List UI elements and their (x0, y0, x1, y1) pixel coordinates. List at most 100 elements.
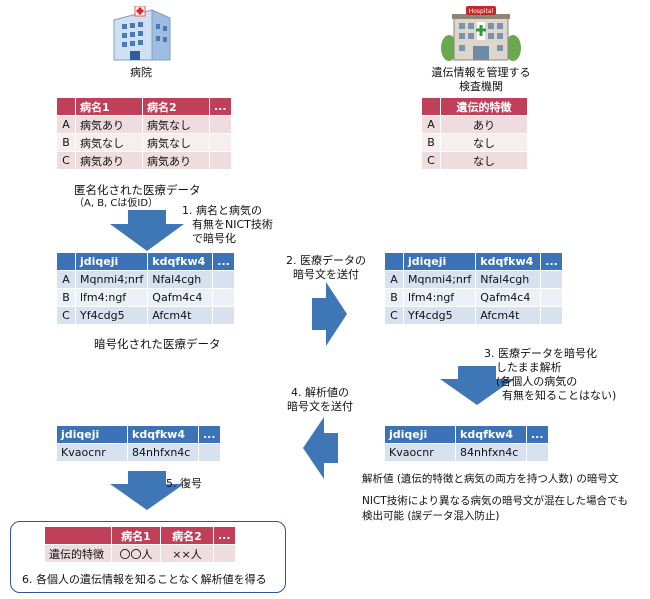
step3-text-line3: (各個人の病気の (496, 375, 578, 388)
table-cell: あり (441, 116, 527, 133)
step1-text-line3: で暗号化 (192, 232, 236, 245)
step5-text: 5. 復号 (166, 477, 202, 490)
table-cell: Kvaocnr (385, 444, 455, 461)
table-cell: A (57, 116, 75, 133)
table-header-cell: 遺伝的特徴 (441, 98, 527, 115)
table-cell: Afcm4t (148, 307, 213, 324)
step2-text-line2: 暗号文を送付 (293, 268, 359, 281)
table-header-row: jdiqeji kdqfkw4 ... (57, 253, 234, 270)
table-row: Kvaocnr 84nhfxn4c (57, 444, 220, 461)
table-header-cell: kdqfkw4 (476, 253, 541, 270)
table-header-row: 病名1 病名2 ... (57, 98, 231, 115)
encrypted-result-table-lab: jdiqeji kdqfkw4 ... Kvaocnr 84nhfxn4c (384, 425, 549, 462)
table-header-cell (422, 98, 440, 115)
table-header-cell: ... (199, 426, 220, 443)
table-cell: Afcm4t (476, 307, 541, 324)
table-header-cell: ... (213, 253, 234, 270)
table-header-row: 遺伝的特徴 (422, 98, 527, 115)
step3-text-line4: 有無を知ることはない) (502, 389, 617, 402)
table-cell: 病気なし (143, 134, 209, 151)
table-cell (213, 289, 234, 306)
table-cell: Yf4cdg5 (76, 307, 148, 324)
table-header-cell: jdiqeji (76, 253, 148, 270)
analysis-note-line2: NICT技術により異なる病気の暗号文が混在した場合でも (362, 495, 628, 507)
table-cell: なし (441, 152, 527, 169)
table-header-cell: jdiqeji (57, 426, 127, 443)
table-cell (213, 307, 234, 324)
table-cell: Mqnmi4;nrf (76, 271, 148, 288)
table-header-row: jdiqeji kdqfkw4 ... (385, 426, 548, 443)
table-header-cell: kdqfkw4 (128, 426, 198, 443)
analysis-note-line3: 検出可能 (誤データ混入防止) (362, 510, 500, 522)
table-header-row: jdiqeji kdqfkw4 ... (385, 253, 562, 270)
table-cell (210, 134, 231, 151)
table-cell: 遺伝的特徴 (45, 545, 111, 562)
table-cell: C (57, 152, 75, 169)
table-cell: A (422, 116, 440, 133)
down-arrow-icon (110, 471, 184, 510)
lab-label-line2: 検査機関 (459, 80, 503, 93)
table-header-cell (57, 253, 75, 270)
table-row: A Mqnmi4;nrf Nfal4cgh (57, 271, 234, 288)
step1-text-line1: 1. 病名と病気の (182, 204, 262, 217)
encrypted-data-table-hospital: jdiqeji kdqfkw4 ... A Mqnmi4;nrf Nfal4cg… (56, 252, 235, 325)
table-row: B lfm4:ngf Qafm4c4 (57, 289, 234, 306)
table-cell: Qafm4c4 (148, 289, 213, 306)
table-cell: B (385, 289, 403, 306)
table-header-cell: kdqfkw4 (148, 253, 213, 270)
table-row: A Mqnmi4;nrf Nfal4cgh (385, 271, 562, 288)
table-cell (541, 271, 562, 288)
table-cell (213, 271, 234, 288)
table-cell: 病気なし (143, 116, 209, 133)
table-cell: C (422, 152, 440, 169)
table-cell: なし (441, 134, 527, 151)
table-header-cell: jdiqeji (404, 253, 476, 270)
table-header-cell: jdiqeji (385, 426, 455, 443)
table-header-cell: ... (541, 253, 562, 270)
lab-building-icon: Hospital (441, 6, 521, 61)
left-arrow-icon (303, 417, 338, 479)
table-cell (541, 289, 562, 306)
step4-text-line2: 暗号文を送付 (287, 400, 353, 413)
lab-genetic-table: 遺伝的特徴 A あり B なし C なし (421, 97, 528, 170)
table-cell: B (57, 289, 75, 306)
table-header-cell: 病名2 (143, 98, 209, 115)
table-cell: A (385, 271, 403, 288)
table-cell: Nfal4cgh (476, 271, 541, 288)
table-header-cell (385, 253, 403, 270)
step1-text-line2: 有無をNICT技術 (192, 218, 273, 231)
table-header-row: jdiqeji kdqfkw4 ... (57, 426, 220, 443)
table-cell: 病気あり (143, 152, 209, 169)
hospital-building-icon (113, 6, 171, 61)
right-arrow-icon (312, 282, 347, 346)
table-header-cell: ... (527, 426, 548, 443)
table-cell: C (57, 307, 75, 324)
table-cell: 病気なし (76, 134, 142, 151)
table-cell: Qafm4c4 (476, 289, 541, 306)
table-cell: lfm4:ngf (404, 289, 476, 306)
table-row: C なし (422, 152, 527, 169)
table-cell (199, 444, 220, 461)
step6-text: 6. 各個人の遺伝情報を知ることなく解析値を得る (22, 573, 267, 586)
table-row: C 病気あり 病気あり (57, 152, 231, 169)
step4-text-line1: 4. 解析値の (291, 386, 349, 399)
table-cell: Kvaocnr (57, 444, 127, 461)
table-cell: 病気あり (76, 152, 142, 169)
table-cell: Nfal4cgh (148, 271, 213, 288)
table-cell: C (385, 307, 403, 324)
table-header-cell: ... (214, 527, 235, 544)
final-result-table: 病名1 病名2 ... 遺伝的特徴 〇〇人 ××人 (44, 526, 236, 563)
encrypted-data-table-lab: jdiqeji kdqfkw4 ... A Mqnmi4;nrf Nfal4cg… (384, 252, 563, 325)
table-cell: 病気あり (76, 116, 142, 133)
table-cell (210, 116, 231, 133)
table-row: Kvaocnr 84nhfxn4c (385, 444, 548, 461)
table-header-cell: 病名1 (112, 527, 160, 544)
step2-text-line1: 2. 医療データの (286, 254, 366, 267)
analysis-note-line1: 解析値 (遺伝的特徴と病気の両方を持つ人数) の暗号文 (362, 473, 619, 485)
encrypted-caption: 暗号化された医療データ (94, 337, 221, 351)
table-cell: 〇〇人 (112, 545, 160, 562)
table-header-cell: 病名2 (161, 527, 213, 544)
encrypted-result-table-hospital: jdiqeji kdqfkw4 ... Kvaocnr 84nhfxn4c (56, 425, 221, 462)
table-cell: 84nhfxn4c (456, 444, 526, 461)
table-row: 遺伝的特徴 〇〇人 ××人 (45, 545, 235, 562)
